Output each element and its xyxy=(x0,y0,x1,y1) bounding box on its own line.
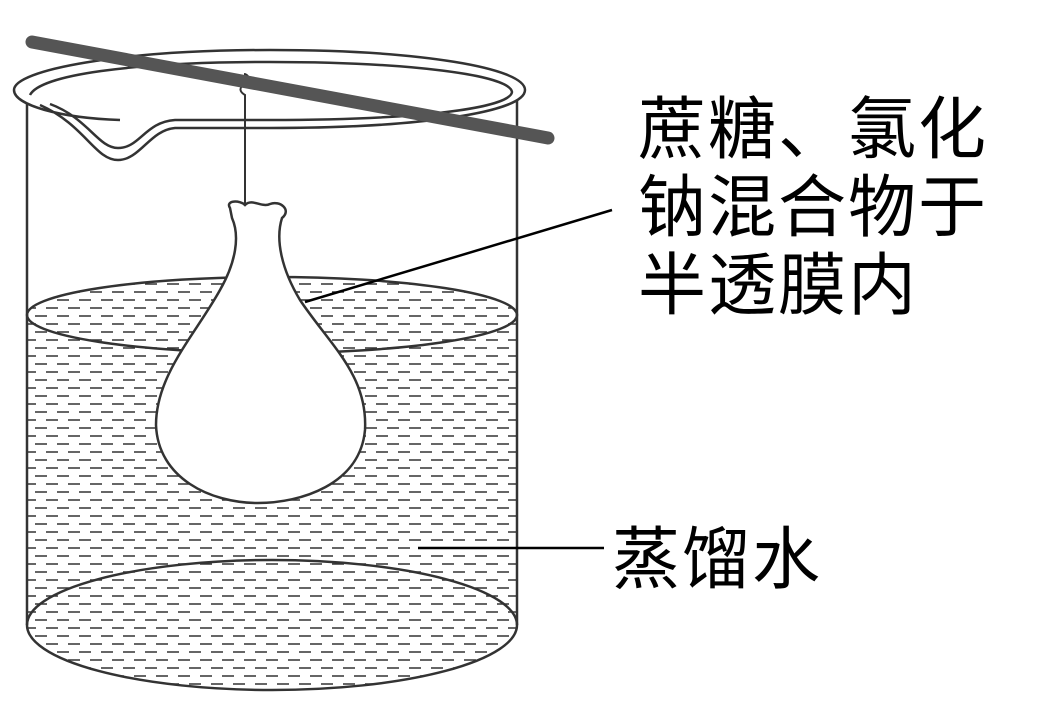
water-label: 蒸馏水 xyxy=(612,521,823,600)
bag-label-line-1: 蔗糖、氯化 xyxy=(638,91,989,170)
semipermeable-membrane-bag xyxy=(154,200,367,505)
bag-leader-line xyxy=(304,208,613,304)
glass-rod xyxy=(25,35,555,145)
bag-label-line-2: 钠混合物于 xyxy=(638,169,989,248)
bag-label-line-3: 半透膜内 xyxy=(638,247,919,326)
